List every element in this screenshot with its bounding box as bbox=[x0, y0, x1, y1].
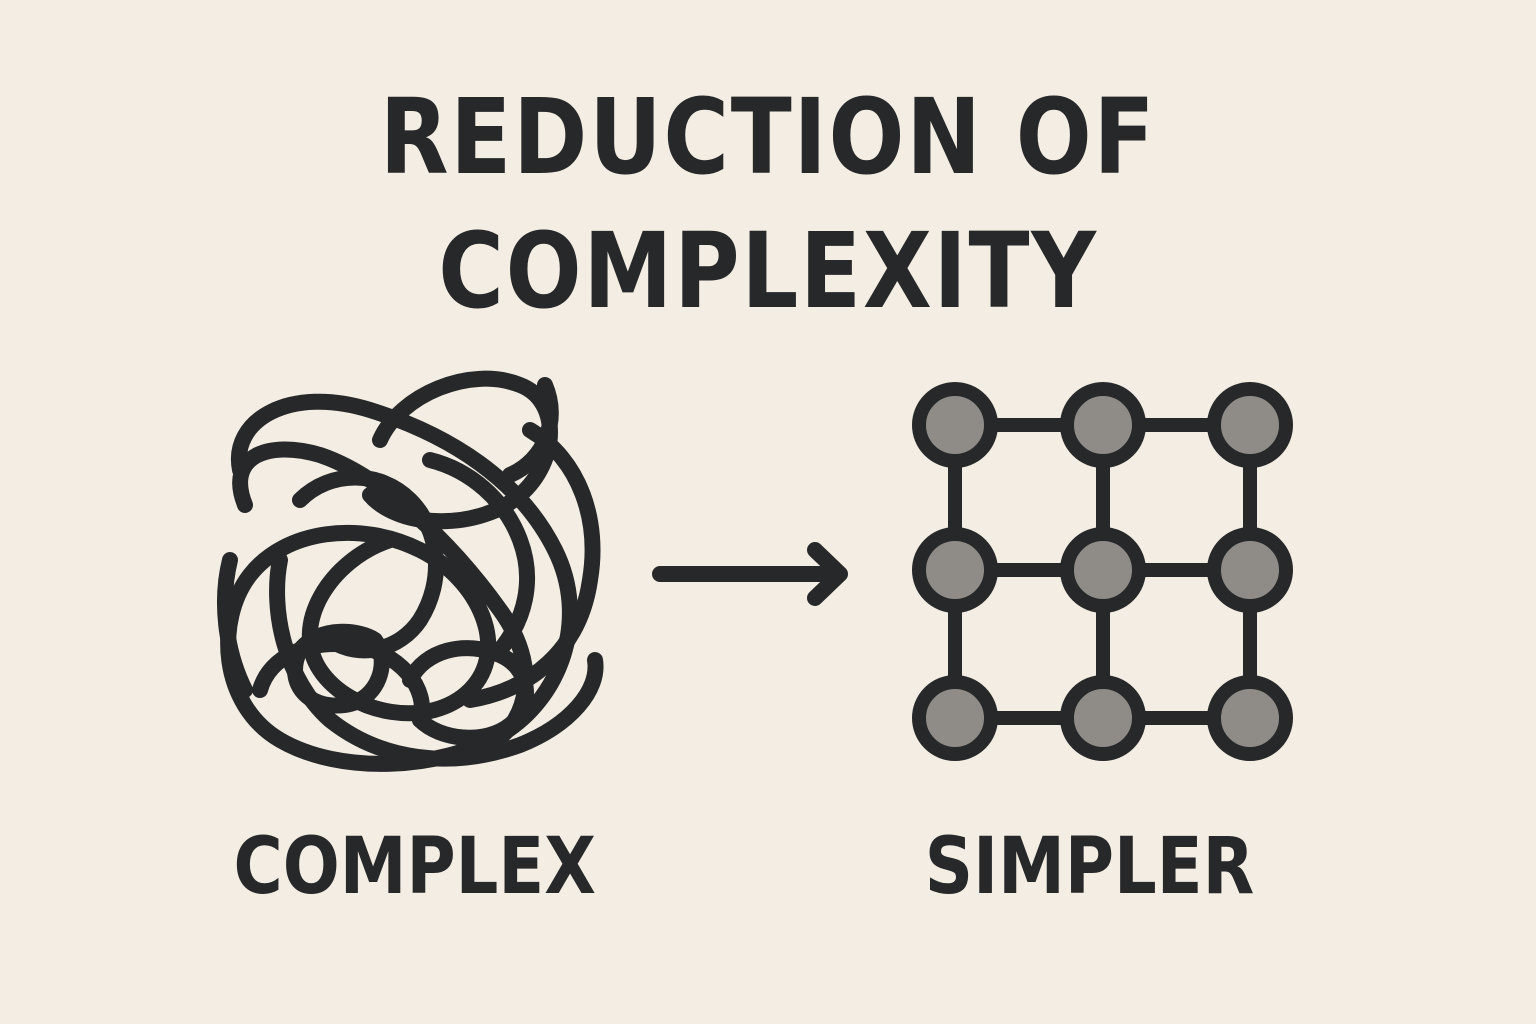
grid-node bbox=[912, 382, 998, 468]
simpler-label: SIMPLER bbox=[870, 812, 1310, 922]
complex-label-text: COMPLEX bbox=[233, 822, 597, 912]
complex-label: COMPLEX bbox=[200, 812, 630, 922]
simpler-label-text: SIMPLER bbox=[925, 822, 1255, 912]
tangled-scribble-icon bbox=[217, 370, 604, 772]
title-line-2: COMPLEXITY bbox=[438, 210, 1098, 332]
grid-node bbox=[1207, 675, 1293, 761]
grid-node bbox=[1207, 382, 1293, 468]
grid-network-icon bbox=[912, 382, 1293, 761]
diagram-title: REDUCTION OF COMPLEXITY bbox=[0, 70, 1536, 338]
grid-node bbox=[912, 675, 998, 761]
title-line-1: REDUCTION OF bbox=[379, 76, 1157, 198]
grid-node bbox=[1060, 382, 1146, 468]
grid-nodes bbox=[912, 382, 1293, 761]
right-arrow-icon bbox=[652, 542, 848, 606]
grid-node bbox=[1060, 527, 1146, 613]
grid-node bbox=[912, 527, 998, 613]
grid-node bbox=[1207, 527, 1293, 613]
grid-node bbox=[1060, 675, 1146, 761]
